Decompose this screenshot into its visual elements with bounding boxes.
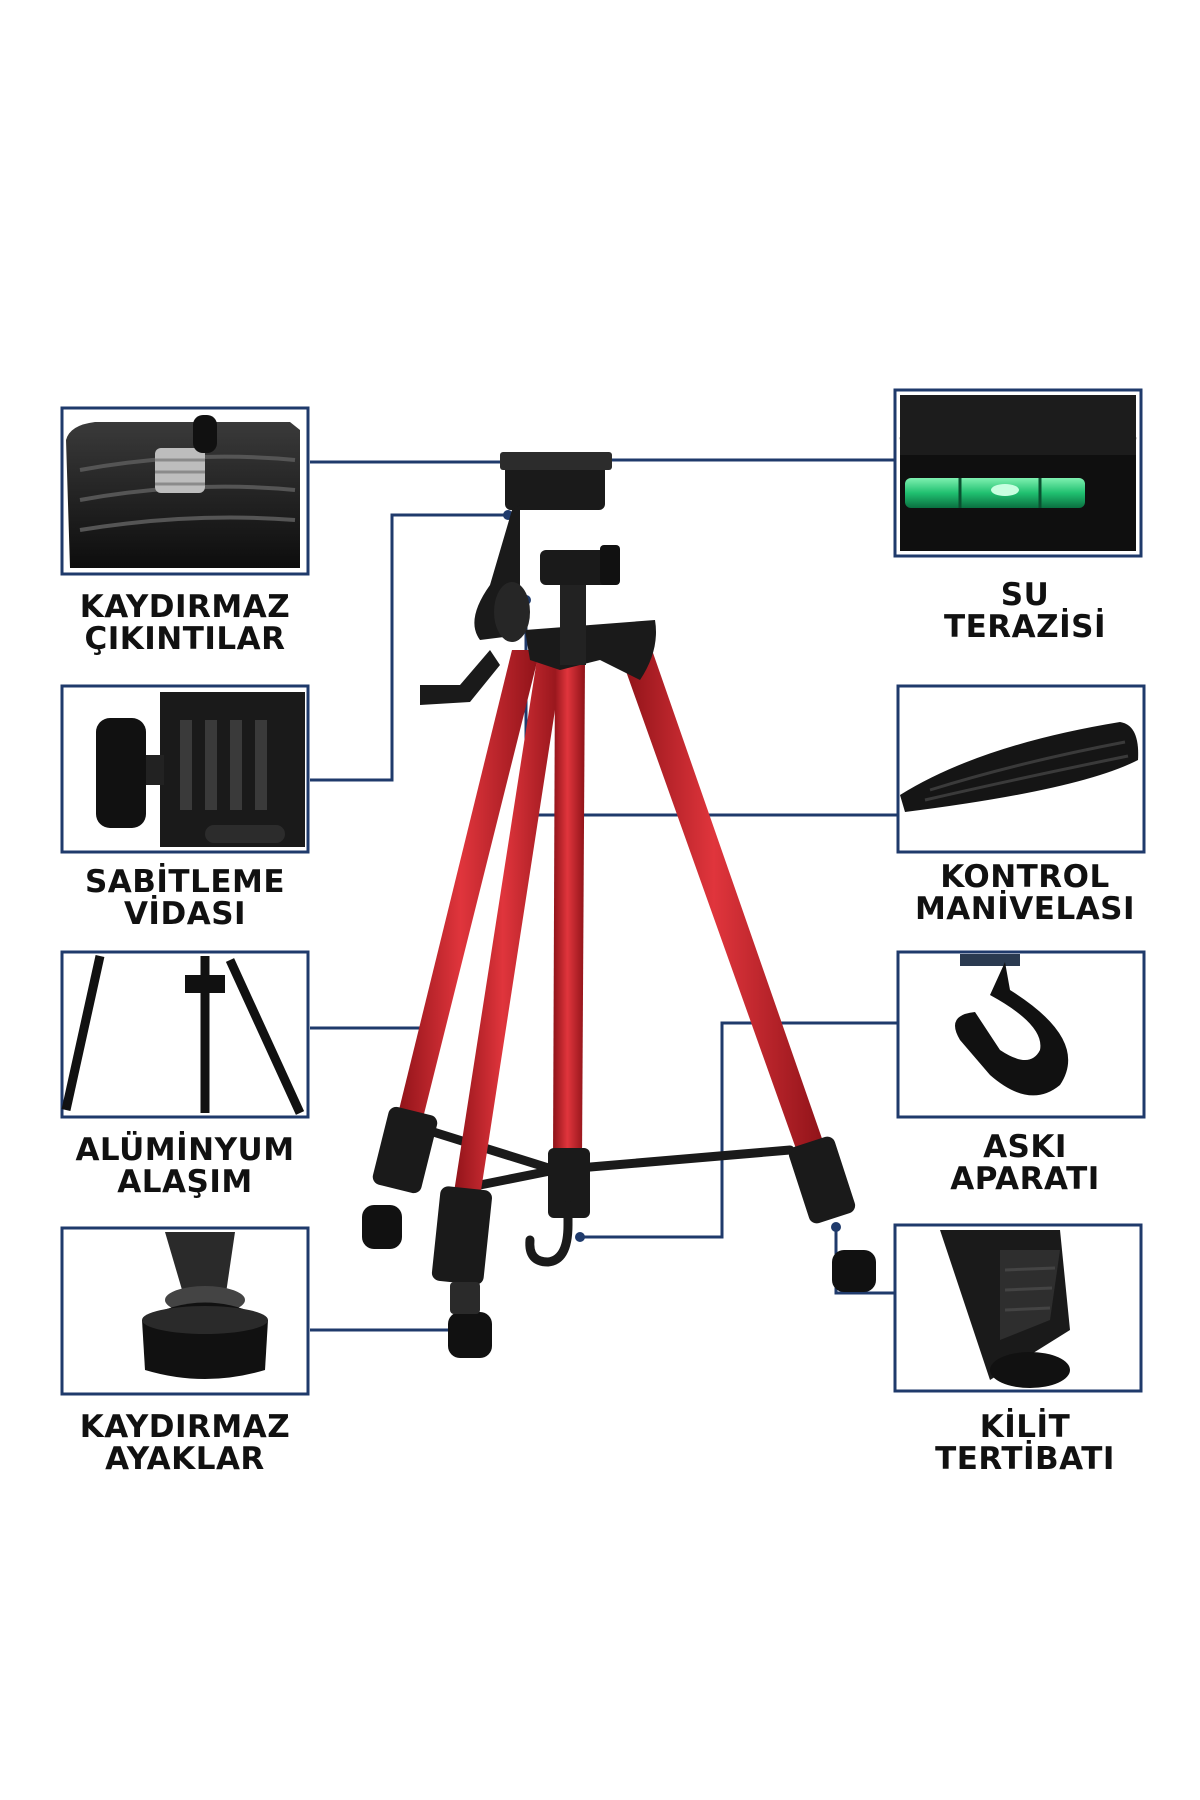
leg-hub xyxy=(525,620,656,680)
leg-locks xyxy=(372,1106,856,1285)
label-aski-aparati: ASKI APARATI xyxy=(950,1129,1100,1197)
center-leg xyxy=(553,660,585,1160)
inset-aluminyum-alasim xyxy=(60,950,310,1119)
rubber-feet xyxy=(362,1205,876,1358)
crank-arm xyxy=(420,650,500,705)
aluminum-legs xyxy=(396,640,826,1210)
quick-release-plate xyxy=(500,452,612,470)
inset-kaydirmaz-cikintilar xyxy=(60,406,310,576)
label-kaydirmaz-ayaklar: KAYDIRMAZ AYAKLAR xyxy=(79,1409,291,1477)
knob xyxy=(96,718,146,828)
inset-kontrol-manivelasi xyxy=(896,684,1146,854)
inset-su-terazisi xyxy=(893,388,1143,558)
inset-sabitleme-vidasi xyxy=(60,684,310,854)
label-kilit-tertibati: KİLİT TERTİBATI xyxy=(935,1409,1115,1477)
inset-kaydirmaz-ayaklar xyxy=(60,1226,310,1396)
connector-sabitleme-vidasi xyxy=(310,513,508,782)
connector-kilit-tertibati xyxy=(834,1227,895,1295)
center-column xyxy=(560,575,586,665)
label-kontrol-manivelasi: KONTROL MANİVELASI xyxy=(914,859,1136,927)
lever-grip xyxy=(900,722,1139,812)
right-leg xyxy=(622,650,826,1160)
inset-kilit-tertibati xyxy=(893,1223,1143,1393)
front-leg xyxy=(452,640,565,1210)
left-leg xyxy=(396,650,540,1130)
pan-head-lower xyxy=(540,550,610,585)
label-sabitleme-vidasi: SABİTLEME VİDASI xyxy=(84,864,286,932)
leg-brace xyxy=(390,1115,795,1190)
hook-shape xyxy=(955,962,1069,1096)
label-su-terazisi: SU TERAZİSİ xyxy=(943,577,1107,645)
label-aluminyum-alasim: ALÜMİNYUM ALAŞIM xyxy=(75,1132,295,1200)
tripod-illustration xyxy=(362,452,876,1358)
hanging-hook xyxy=(525,1200,573,1267)
label-kaydirmaz-cikintilar: KAYDIRMAZ ÇIKINTILAR xyxy=(79,589,291,657)
inset-aski-aparati xyxy=(896,950,1146,1119)
connector-aski-aparati xyxy=(580,1021,898,1239)
